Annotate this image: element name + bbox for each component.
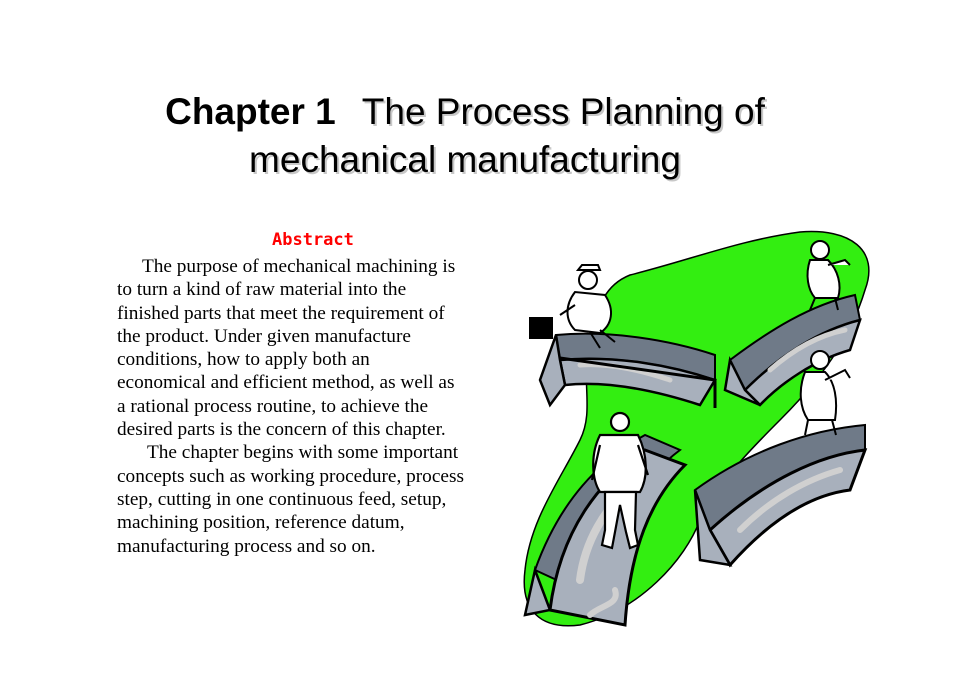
title-chapter-number: Chapter 1 — [165, 91, 336, 132]
abstract-body: The purpose of mechanical machining is t… — [117, 255, 517, 558]
bridge-bottom-right — [693, 423, 868, 568]
title-line1: The Process Planning of — [361, 91, 765, 132]
text-line: concepts such as working procedure, proc… — [117, 465, 464, 487]
text-line: to turn a kind of raw material into the — [117, 279, 407, 301]
text-line: manufacturing process and so on. — [117, 535, 376, 557]
bridge-top-right — [723, 293, 862, 407]
text-line: step, cutting in one continuous feed, se… — [117, 488, 447, 510]
text-line: a rational process routine, to achieve t… — [117, 395, 429, 417]
text-line: desired parts is the concern of this cha… — [117, 419, 446, 441]
slide-title: Chapter 1 The Process Planning of mechani… — [0, 88, 930, 184]
text-line: machining position, reference datum, — [117, 512, 405, 534]
text-line: finished parts that meet the requirement… — [117, 302, 445, 324]
text-line: the product. Under given manufacture — [117, 325, 411, 347]
person-walking-icon — [590, 411, 650, 550]
title-line2: mechanical manufacturing — [249, 139, 681, 180]
text-line: The purpose of mechanical machining is — [142, 256, 456, 277]
abstract-paragraph-1: The purpose of mechanical machining is — [117, 255, 517, 278]
person-middle-right-icon — [799, 350, 851, 436]
abstract-paragraph-2: The chapter begins with some important — [117, 441, 517, 464]
text-line: economical and efficient method, as well… — [117, 372, 455, 394]
bridge-top-left — [538, 332, 717, 408]
abstract-heading: Abstract — [272, 230, 354, 250]
person-with-briefcase-icon — [529, 264, 616, 349]
person-top-right-icon — [806, 240, 851, 311]
people-on-bridges-illustration — [523, 230, 870, 627]
text-line: The chapter begins with some important — [147, 442, 459, 464]
text-line: conditions, how to apply both an — [117, 349, 370, 371]
